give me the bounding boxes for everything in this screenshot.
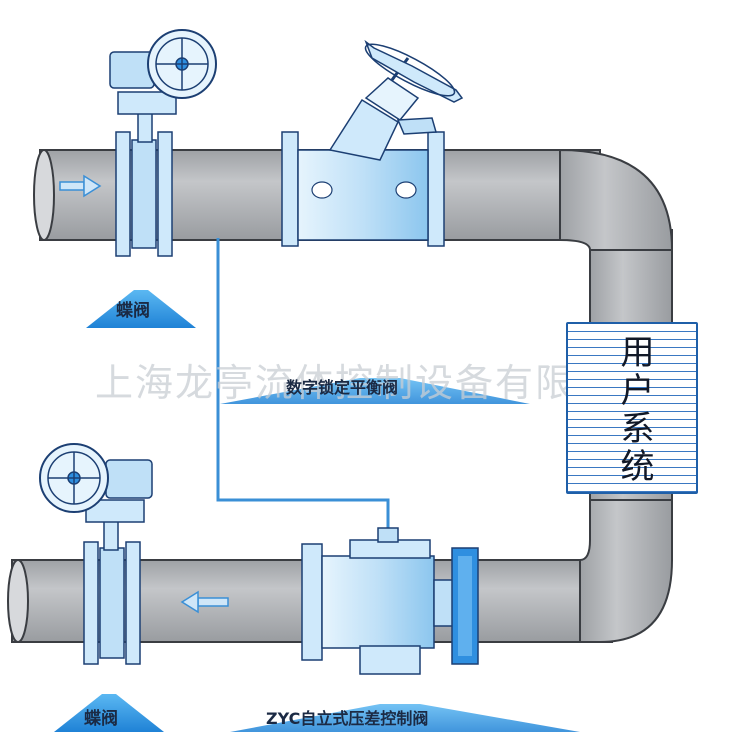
label-pedestal bbox=[220, 378, 530, 404]
pressure-valve-label: ZYC自立式压差控制阀 bbox=[266, 709, 429, 728]
label-pedestal bbox=[86, 290, 196, 328]
flow-arrow-left-icon bbox=[180, 590, 229, 614]
handwheel-icon bbox=[39, 443, 109, 513]
balance-valve-label: 数字锁定平衡阀 bbox=[286, 378, 399, 397]
impulse-line bbox=[216, 238, 390, 528]
label-pedestal bbox=[230, 704, 580, 732]
butterfly-valve-top-label: 蝶阀 bbox=[116, 301, 150, 321]
butterfly-valve-bottom-label: 蝶阀 bbox=[84, 709, 118, 729]
handwheel-icon bbox=[147, 29, 217, 99]
label-pedestal bbox=[54, 694, 164, 732]
butterfly-valve-bottom bbox=[39, 443, 153, 665]
flow-arrow-right-icon bbox=[59, 174, 102, 198]
pressure-control-valve bbox=[301, 527, 479, 675]
user-system-box: 用户系统 bbox=[566, 322, 698, 494]
user-system-label: 用户系统 bbox=[614, 334, 654, 486]
balance-valve bbox=[281, 39, 464, 247]
handwheel-icon bbox=[364, 39, 464, 103]
butterfly-valve-top bbox=[109, 29, 217, 257]
